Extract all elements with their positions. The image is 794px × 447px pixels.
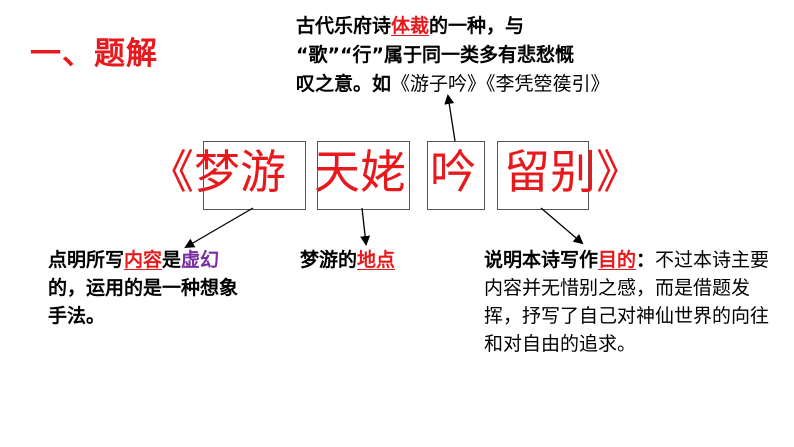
illusory-keyword: 虚幻 (181, 249, 220, 271)
title-part-yin: 吟 (430, 145, 476, 199)
box-yin (427, 141, 485, 210)
purpose-note-text: 说明本诗写作 (484, 249, 599, 271)
box-tianmu (317, 141, 410, 210)
genre-note-text: 的一种，与 (429, 15, 525, 37)
purpose-note-colon: ： (636, 249, 656, 271)
title-part-menyou: 《梦游 (148, 145, 286, 199)
box-menyou (203, 141, 306, 210)
content-note-text: 点明所写 (48, 249, 125, 271)
arrow-to-genre-note (444, 94, 456, 142)
genre-note-text: 叹之意。如 (296, 73, 392, 95)
genre-note-line-1: 古代乐府诗体裁的一种，与 (296, 12, 696, 41)
title-part-liubie: 留别》 (504, 145, 642, 199)
place-note-text: 梦游的 (300, 249, 358, 271)
arrow-to-purpose-note (540, 207, 584, 245)
content-note: 点明所写内容是虚幻的，运用的是一种想象手法。 (48, 246, 238, 330)
content-note-text: 是 (162, 249, 182, 271)
genre-keyword: 体裁 (391, 15, 430, 37)
content-note-text: 的，运用的是一种想象手法。 (48, 277, 239, 327)
genre-note-line-2: “歌”“行”属于同一类多有悲愁慨 (296, 44, 574, 66)
arrow-to-content-note (184, 207, 254, 249)
content-keyword: 内容 (124, 249, 163, 271)
purpose-note-body: 不过本诗主要内容并无惜别之感，而是借题发挥，抒写了自己对神仙世界的向往和对自由的… (484, 249, 770, 355)
purpose-keyword: 目的 (598, 249, 637, 271)
genre-note-text: 古代乐府诗 (296, 15, 392, 37)
section-heading: 一、题解 (30, 36, 158, 72)
title-part-tianmu: 天姥 (314, 145, 406, 199)
arrow-to-place-note (360, 207, 371, 246)
place-note: 梦游的地点 (300, 246, 395, 274)
genre-note-line-3: 叹之意。如《游子吟》《李凭箜篌引》 (296, 70, 696, 99)
place-keyword: 地点 (357, 249, 396, 271)
genre-examples: 《游子吟》《李凭箜篌引》 (391, 73, 610, 95)
genre-note: 古代乐府诗体裁的一种，与 “歌”“行”属于同一类多有悲愁慨 叹之意。如《游子吟》… (296, 12, 696, 99)
purpose-note: 说明本诗写作目的：不过本诗主要内容并无惜别之感，而是借题发挥，抒写了自己对神仙世… (484, 246, 780, 358)
